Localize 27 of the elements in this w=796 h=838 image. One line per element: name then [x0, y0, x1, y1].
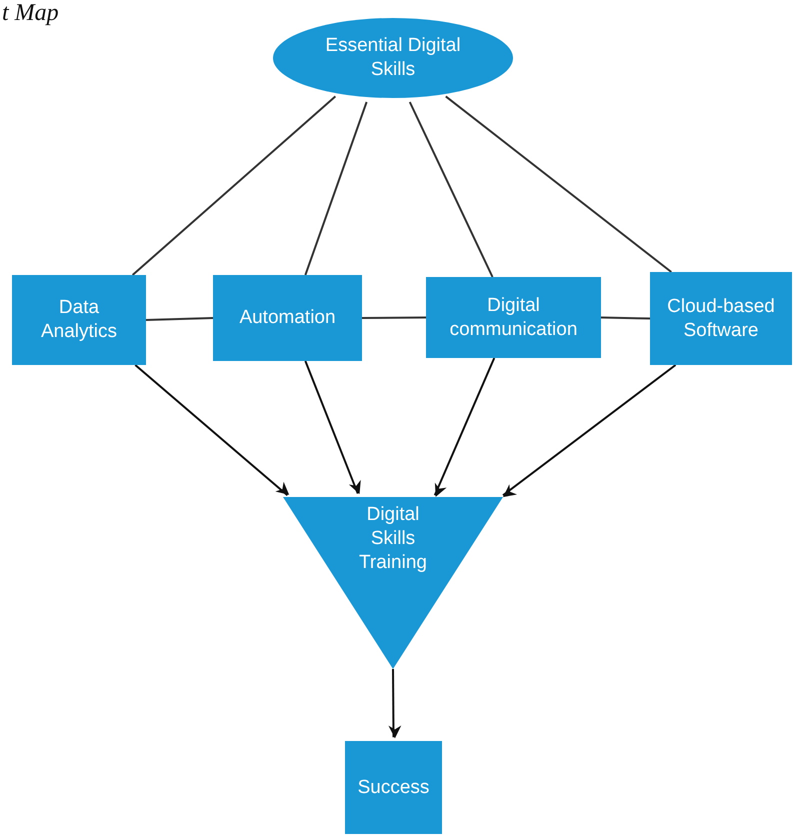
node-label: Data Analytics [40, 296, 118, 344]
arrow [502, 364, 676, 498]
connector-line [600, 316, 650, 320]
process-box [213, 275, 362, 361]
arrow [388, 669, 402, 738]
connector-line [445, 96, 672, 273]
arrow [134, 364, 290, 496]
connector-line [304, 102, 368, 276]
node-label: Cloud-based Software [666, 294, 776, 342]
funnel-triangle [283, 497, 503, 669]
arrow [304, 360, 361, 494]
arrow [434, 358, 496, 497]
process-box [12, 275, 146, 365]
connector-line [408, 102, 494, 278]
node-label: Digital communication [448, 294, 578, 342]
node-label: Success [358, 776, 430, 800]
ellipse-node [273, 18, 513, 98]
process-box [426, 277, 601, 358]
node-label: Automation [239, 306, 336, 330]
connector-line [132, 96, 336, 276]
title-fragment: t Map [2, 0, 59, 26]
connector-line [146, 317, 214, 321]
process-box [650, 272, 792, 365]
connector-line [362, 316, 426, 319]
node-label: Essential Digital Skills [324, 34, 462, 82]
node-label: Digital Skills Training [358, 503, 428, 574]
process-box [345, 741, 442, 834]
